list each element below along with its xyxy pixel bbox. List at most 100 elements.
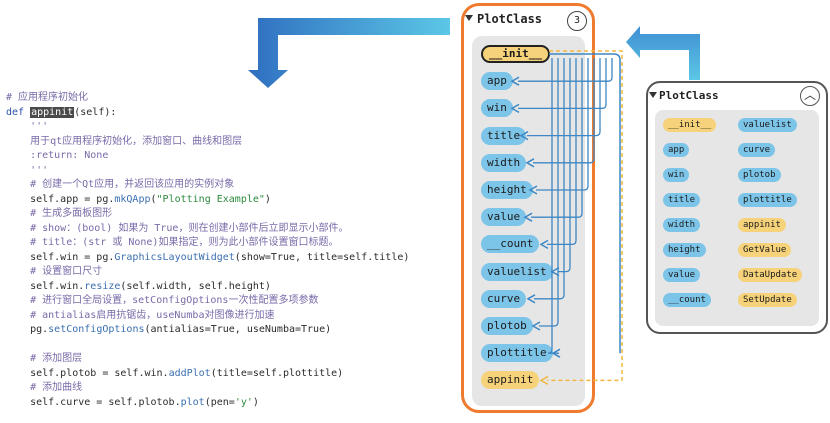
code-line: # 进行窗口全局设置，setConfigOptions一次性配置多项参数 [6,294,456,309]
member-appinit[interactable]: appinit [738,218,786,232]
member-plottitle[interactable]: plottitle [738,193,797,207]
code-token: setConfigOptions [48,324,145,335]
init-link-line [533,58,595,164]
member-init[interactable]: __init__ [663,118,717,132]
link-arrowhead [539,239,549,250]
code-token: # 应用程序初始化 [6,92,89,103]
member-title[interactable]: title [481,126,527,145]
init-link-line [547,58,577,246]
code-token: ) [264,193,271,205]
member-height[interactable]: height [481,181,533,199]
code-line: self.win.resize(self.width, self.height) [6,280,456,295]
member-win[interactable]: win [663,168,690,182]
code-line: self.app = pg.mkQApp("Plotting Example") [6,193,456,208]
code-line: 用于qt应用程序初始化，添加窗口、曲线和图层 [6,135,456,150]
code-token: ( [150,193,157,205]
collapse-triangle-icon[interactable] [465,15,473,21]
member-appinit[interactable]: appinit [481,371,540,390]
member-plotob[interactable]: plotob [738,168,781,182]
code-token: # 添加图层 [6,353,83,364]
code-token: (self): [74,106,117,118]
init-link-line [518,58,607,110]
code-token: pg. [6,324,49,335]
link-arrowhead [531,321,541,331]
member-width[interactable]: width [663,218,701,232]
member-curve[interactable]: curve [481,289,527,308]
code-block: # 应用程序初始化 def appinit(self): ''' 用于qt应用程序… [6,91,456,410]
code-token: self.win. [6,280,85,292]
code-token: plot [180,396,205,408]
member-win[interactable]: win [481,99,513,118]
link-arrowhead [519,130,529,141]
code-token: self.plotob = self.win. [6,367,169,379]
link-arrowhead [551,348,561,358]
code-token: ) [252,396,259,408]
code-token: # 生成多面板图形 [6,208,113,219]
link-arrowhead [528,185,538,195]
code-token: ''' [6,121,49,132]
member-plottitle[interactable]: plottitle [481,344,553,363]
member-height[interactable]: height [663,243,706,257]
member-title[interactable]: title [663,193,701,207]
code-line: # antialias启用抗锯齿，useNumba对图像进行加速 [6,309,456,324]
code-line: # 设置窗口尺寸 [6,265,456,280]
member-width[interactable]: width [481,153,527,172]
code-line: self.curve = self.plotob.plot(pen='y') [6,396,456,411]
code-line: def appinit(self): [6,106,456,121]
code-line: :return: None [6,149,456,164]
member-count[interactable]: __count [663,293,711,307]
member-app[interactable]: app [481,72,513,91]
code-line: self.plotob = self.win.addPlot(title=sel… [6,367,456,382]
member-valuelist[interactable]: valuelist [481,262,553,281]
link-arrowhead [525,158,535,168]
code-line: # 生成多面板图形 [6,207,456,222]
code-token: resize [84,280,121,292]
code-token: mkQApp [114,193,151,205]
init-link-line [558,58,571,273]
collapse-triangle-icon[interactable] [649,92,657,98]
member-value[interactable]: value [663,268,701,282]
code-line: # 应用程序初始化 [6,91,456,106]
code-line: # 创建一个Qt应用，并返回该应用的实例对象 [6,178,456,193]
code-token: (pen= [204,396,235,408]
member-dataupdate[interactable]: DataUpdate [738,268,803,282]
link-arrowhead [539,375,549,386]
code-token: # 添加曲线 [6,382,83,393]
code-token: # 设置窗口尺寸 [6,266,103,277]
chevron-up-icon[interactable]: ︿ [800,86,820,106]
code-line: # title：(str 或 None)如果指定，则为此小部件设置窗口标题。 [6,236,456,251]
code-token: self.curve = self.plotob. [6,396,181,408]
init-trunk-line [549,53,621,354]
init-link-line [534,58,565,300]
member-curve[interactable]: curve [738,143,776,157]
code-token: ''' [6,164,49,176]
code-token: def [6,106,31,118]
code-token: self.app = pg. [6,193,115,205]
member-count[interactable]: __count [481,235,540,254]
link-arrowhead [526,294,536,304]
member-valuelist[interactable]: valuelist [738,118,797,132]
member-app[interactable]: app [663,143,690,157]
code-token: GraphicsLayoutWidget [114,251,235,263]
member-init[interactable]: __init__ [481,45,550,63]
code-token: (self.width, self.height) [120,280,271,292]
member-setupdate[interactable]: SetUpdate [738,293,797,307]
code-token: # show：(bool) 如果为 True，则在创建小部件后立即显示小部件。 [6,222,349,234]
code-line: # 添加图层 [6,352,456,367]
code-line: ''' [6,164,456,179]
code-token: addPlot [168,367,211,379]
panel-title: PlotClass [659,89,719,102]
code-token: # antialias启用抗锯齿，useNumba对图像进行加速 [6,309,275,321]
member-getvalue[interactable]: GetValue [738,243,792,257]
code-token: :return: None [6,150,109,161]
code-token: 用于qt应用程序初始化，添加窗口、曲线和图层 [6,135,243,147]
code-token: self.win = pg. [6,251,115,263]
code-token: # title：(str 或 None)如果指定，则为此小部件设置窗口标题。 [6,237,339,248]
highlighted-method-name: appinit [30,106,75,118]
code-token: (antialias=True, useNumba=True) [144,324,332,335]
member-value[interactable]: value [481,208,527,227]
member-plotob[interactable]: plotob [481,317,533,335]
code-line: pg.setConfigOptions(antialias=True, useN… [6,323,456,338]
